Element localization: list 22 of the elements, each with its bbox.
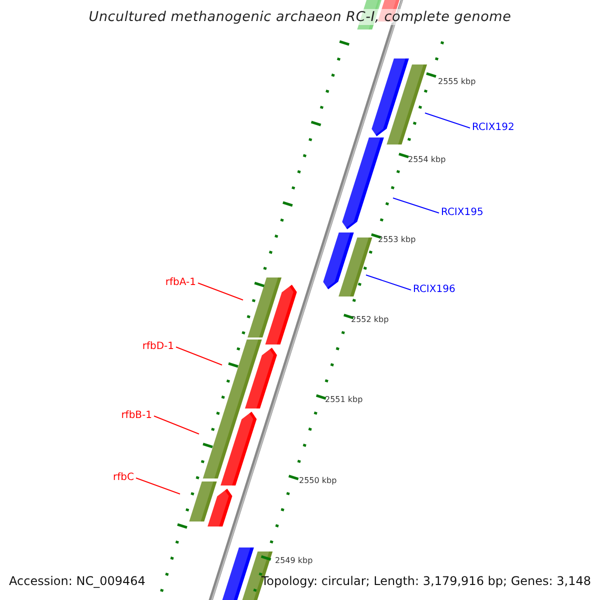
leader-line — [366, 274, 412, 290]
tick-label: 2549 kbp — [275, 556, 313, 566]
gene-label: rfbB-1 — [121, 410, 152, 422]
leader-line — [424, 112, 470, 128]
gene-label: RCIX196 — [413, 284, 456, 296]
leader-line — [392, 198, 440, 214]
gene-label: rfbC — [113, 472, 134, 484]
tick-label: 2550 kbp — [299, 476, 337, 486]
leader-line — [136, 478, 180, 494]
leader-line — [154, 416, 200, 434]
leader-line — [198, 282, 244, 300]
tick-label: 2551 kbp — [325, 395, 363, 405]
tick-label: 2554 kbp — [408, 155, 446, 165]
gene-label: RCIX192 — [472, 122, 514, 134]
leader-line — [176, 346, 222, 366]
tick-label: 2552 kbp — [351, 315, 389, 325]
tick-label: 2555 kbp — [438, 77, 476, 87]
tick-label: 2553 kbp — [378, 235, 416, 245]
accession-text: Accession: NC_009464 — [9, 574, 146, 588]
gene-label: RCIX195 — [441, 207, 484, 219]
gene-label: rfbA-1 — [165, 277, 196, 289]
gene-label: rfbD-1 — [142, 341, 174, 353]
